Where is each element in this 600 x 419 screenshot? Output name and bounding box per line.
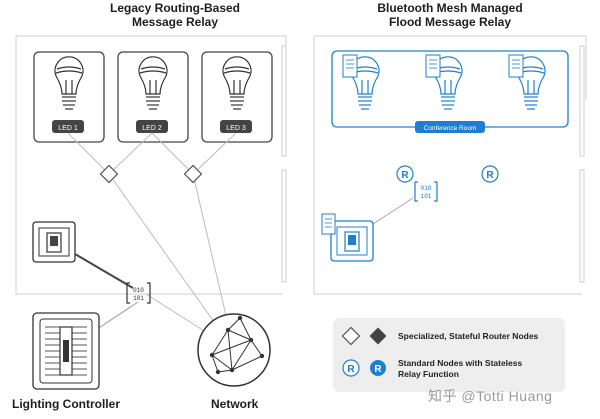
- watermark: 知乎 @Totti Huang: [428, 388, 553, 404]
- lighting-controller-label: Lighting Controller: [12, 397, 120, 411]
- legend-router-text: Specialized, Stateful Router Nodes: [398, 331, 539, 341]
- left-packet-bits-2: 101: [133, 295, 144, 302]
- right-title-line-1: Bluetooth Mesh Managed: [377, 1, 523, 15]
- legend-diamond-filled-icon: [369, 327, 387, 345]
- relay-letter-1: R: [401, 170, 409, 181]
- lighting-controller-device: [32, 312, 100, 390]
- left-wall-switch: [32, 221, 76, 263]
- legend-relay-text-line-1: Standard Nodes with Stateless: [398, 358, 523, 368]
- left-fixture-2: [117, 51, 189, 143]
- legend-relay-filled-icon: R: [370, 360, 386, 376]
- network-icon: [197, 313, 271, 387]
- right-packet-bits-1: 010: [421, 185, 432, 192]
- right-room-outline: [313, 35, 587, 295]
- relay-node-2: R: [481, 165, 499, 183]
- right-packet: 010 101: [414, 181, 438, 202]
- led-label-3: LED 3: [226, 125, 246, 132]
- right-title-line-2: Flood Message Relay: [388, 15, 512, 29]
- led-tag-3: LED 3: [220, 120, 252, 133]
- legend-relay-letter-1: R: [347, 364, 355, 375]
- led-label-1: LED 1: [58, 125, 78, 132]
- router-node-1: [99, 164, 119, 184]
- mesh-bulb-3: [508, 54, 546, 110]
- legend-relay-text-line-2: Relay Function: [398, 369, 459, 379]
- relay-letter-2: R: [486, 170, 494, 181]
- conference-room-label: Conference Room: [424, 125, 477, 132]
- network-label: Network: [211, 397, 259, 411]
- legend-relay-outline-icon: R: [342, 359, 360, 377]
- router-node-2: [183, 164, 203, 184]
- legend-relay-text: Standard Nodes with Stateless Relay Func…: [398, 358, 563, 380]
- left-title-line-2: Message Relay: [131, 15, 219, 29]
- left-fixture-3: [201, 51, 273, 143]
- left-title-line-1: Legacy Routing-Based: [109, 1, 241, 15]
- left-title: Legacy Routing-Based Message Relay: [70, 1, 280, 29]
- led-label-2: LED 2: [142, 125, 162, 132]
- legend-relay-letter-2: R: [374, 364, 382, 375]
- conference-room-tag: Conference Room: [415, 121, 485, 133]
- mesh-bulb-2: [425, 54, 463, 110]
- led-tag-1: LED 1: [52, 120, 84, 133]
- legend-diamond-outline-icon: [341, 326, 361, 346]
- led-tag-2: LED 2: [136, 120, 168, 133]
- right-packet-bits-2: 101: [421, 193, 432, 200]
- wired-connection: [74, 253, 134, 289]
- mesh-bulb-1: [342, 54, 380, 110]
- left-packet-bits-1: 010: [133, 287, 144, 294]
- relay-node-1: R: [396, 165, 414, 183]
- left-fixture-1: [33, 51, 105, 143]
- left-packet: 010 101: [126, 282, 151, 304]
- mesh-signal-line: [372, 197, 414, 225]
- left-room-outline: [15, 35, 287, 295]
- right-title: Bluetooth Mesh Managed Flood Message Rel…: [345, 1, 555, 29]
- mesh-wall-switch: [321, 213, 374, 262]
